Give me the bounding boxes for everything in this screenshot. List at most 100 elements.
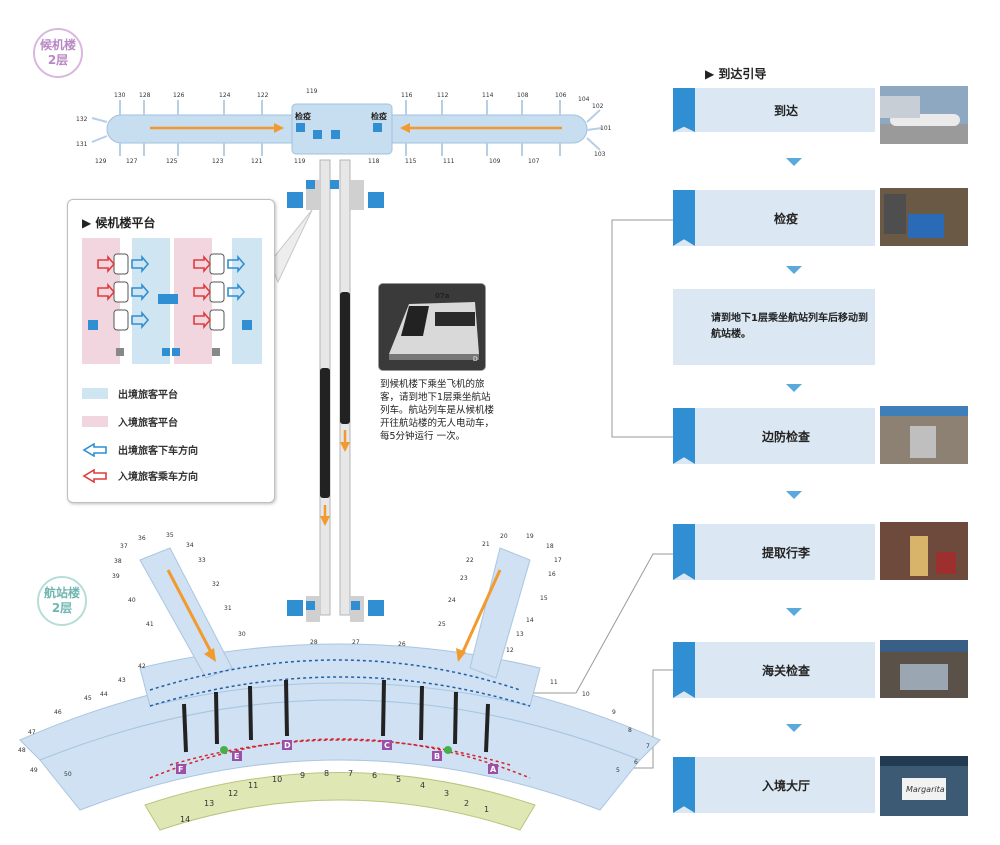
guide-step-immigration: 边防检查 — [673, 408, 875, 464]
gate-47: 47 — [28, 729, 36, 736]
gate-49: 49 — [30, 767, 38, 774]
gate-130: 130 — [114, 92, 126, 99]
legend-item-arrival-platform: 入境旅客平台 — [82, 414, 178, 429]
guide-arrow-4 — [786, 491, 802, 499]
guide-step-baggage-label: 提取行李 — [761, 545, 810, 560]
gate-50: 50 — [64, 771, 72, 778]
guide-step-shuttle: 请到地下1层乘坐航站列车后移动到航站楼。 — [673, 289, 875, 365]
arrival-photo — [880, 86, 968, 144]
train-photo-mark: D — [473, 356, 478, 363]
baggage-photo — [880, 522, 968, 580]
gate-5: 5 — [616, 767, 620, 774]
gate-31: 31 — [224, 605, 232, 612]
guide-step-arrival-hall: 入境大厅 — [673, 757, 875, 813]
gate-112: 112 — [437, 92, 449, 99]
gate-22: 22 — [466, 557, 474, 564]
gate-33: 33 — [198, 557, 206, 564]
curb-12: 12 — [228, 789, 238, 798]
gate-30: 30 — [238, 631, 246, 638]
gate-101: 101 — [600, 125, 612, 132]
curb-3: 3 — [444, 789, 449, 798]
gate-20: 20 — [500, 533, 508, 540]
arrival-swatch — [82, 416, 108, 427]
guide-step-immigration-label: 边防检查 — [761, 429, 810, 444]
shuttle-train-note: 到候机楼下乘坐飞机的旅客，请到地下1层乘坐航站列车。航站列车是从候机楼开往航站楼… — [380, 379, 495, 442]
guide-step-arrival-label: 到达 — [773, 103, 798, 118]
legend-label-departure-platform: 出境旅客平台 — [118, 390, 178, 401]
gate-111: 111 — [443, 158, 455, 165]
concourse-quarantine-right: 检疫 — [371, 111, 387, 121]
gate-48: 48 — [18, 747, 26, 754]
gate-108: 108 — [517, 92, 529, 99]
arrival-guide-title: 到达引导 — [718, 67, 767, 81]
gate-27: 27 — [352, 639, 360, 646]
gate-14: 14 — [526, 617, 534, 624]
curb-2: 2 — [464, 799, 469, 808]
gate-9: 9 — [612, 709, 616, 716]
play-icon: ▶ — [705, 67, 719, 81]
train-number: 07a — [435, 292, 450, 300]
terminal-floor-name: 航站楼 — [43, 586, 80, 600]
gate-13: 13 — [516, 631, 524, 638]
gate-116: 116 — [401, 92, 413, 99]
terminal-gate-numbers: 37 36 35 34 38 39 33 32 40 31 41 30 21 2… — [18, 532, 650, 778]
legend-label-arrival-direction: 入境旅客乘车方向 — [118, 472, 198, 483]
curb-1: 1 — [484, 805, 489, 814]
gate-17: 17 — [554, 557, 562, 564]
gate-119-bottom: 119 — [294, 158, 306, 165]
gate-16: 16 — [548, 571, 556, 578]
gate-106: 106 — [555, 92, 567, 99]
gate-7: 7 — [646, 743, 650, 750]
gate-129: 129 — [95, 158, 107, 165]
curb-14: 14 — [180, 815, 190, 824]
gate-37: 37 — [120, 543, 128, 550]
gate-123: 123 — [212, 158, 224, 165]
legend-item-departure-direction: 出境旅客下车方向 — [82, 442, 198, 457]
curb-5: 5 — [396, 775, 401, 784]
arrival-guide-title-row: ▶ 到达引导 — [705, 65, 766, 82]
curb-8: 8 — [324, 769, 329, 778]
gate-12: 12 — [506, 647, 514, 654]
departure-swatch — [82, 388, 108, 399]
curb-11: 11 — [248, 781, 258, 790]
guide-arrow-1 — [786, 158, 802, 166]
concourse-quarantine-left: 检疫 — [295, 111, 311, 121]
terminal-floor-badge: 航站楼 2层 — [37, 576, 87, 626]
gate-19: 19 — [526, 533, 534, 540]
shuttle-train-photo: 07a D — [378, 283, 486, 371]
gate-118: 118 — [368, 158, 380, 165]
gate-45: 45 — [84, 695, 92, 702]
gate-32: 32 — [212, 581, 220, 588]
legend-item-arrival-direction: 入境旅客乘车方向 — [82, 468, 198, 483]
quarantine-photo — [880, 188, 968, 246]
checkin-row-B: B — [434, 752, 440, 761]
legend-item-departure-platform: 出境旅客平台 — [82, 386, 178, 401]
concourse-platform-legend: ▶ 候机楼平台 — [67, 199, 275, 503]
platform-diagram — [82, 238, 262, 364]
gate-15: 15 — [540, 595, 548, 602]
red-arrow-icon — [82, 468, 107, 483]
gate-34: 34 — [186, 542, 194, 549]
gate-131: 131 — [76, 141, 88, 148]
gate-102: 102 — [592, 103, 604, 110]
gate-103: 103 — [594, 151, 606, 158]
guide-step-arrival-hall-label: 入境大厅 — [761, 778, 810, 793]
gate-43: 43 — [118, 677, 126, 684]
checkin-row-C: C — [384, 741, 390, 750]
guide-arrow-6 — [786, 724, 802, 732]
concourse-gate-numbers: 130 128 126 124 122 119 116 112 114 108 … — [76, 88, 612, 165]
checkin-row-F: F — [178, 765, 183, 774]
guide-arrow-2 — [786, 266, 802, 274]
gate-126: 126 — [173, 92, 185, 99]
curb-13: 13 — [204, 799, 214, 808]
guide-step-arrival: 到达 — [673, 88, 875, 132]
gate-6: 6 — [634, 759, 638, 766]
gate-28: 28 — [310, 639, 318, 646]
legend-title: 候机楼平台 — [95, 216, 156, 230]
gate-41: 41 — [146, 621, 154, 628]
welcome-sign-text: Margarita — [906, 785, 945, 794]
curb-7: 7 — [348, 769, 353, 778]
curb-4: 4 — [420, 781, 425, 790]
guide-step-customs: 海关检查 — [673, 642, 875, 698]
